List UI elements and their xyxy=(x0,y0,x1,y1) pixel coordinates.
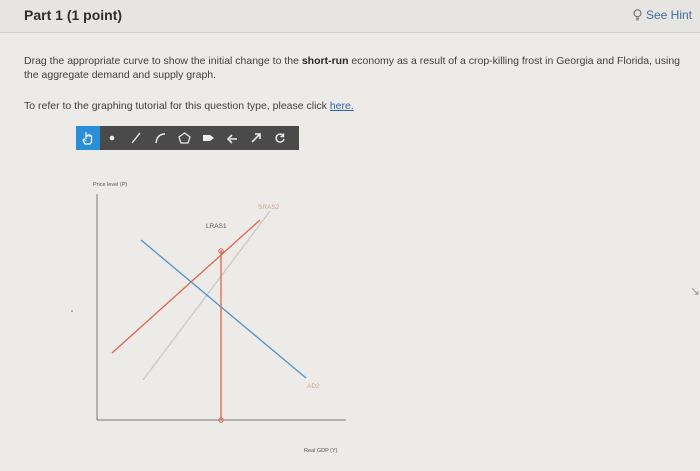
reset-circle-icon xyxy=(275,133,285,143)
points-label: (1 point) xyxy=(66,7,123,23)
tutorial-text: To refer to the graphing tutorial for th… xyxy=(24,100,330,112)
curve-tool[interactable] xyxy=(148,126,172,150)
curve-icon xyxy=(155,133,166,144)
sras1-curve[interactable] xyxy=(111,219,261,354)
question-text-before: Drag the appropriate curve to show the i… xyxy=(24,55,302,67)
lras1-label: LRAS1 xyxy=(206,223,227,230)
y-axis-label: Price level (P) xyxy=(93,182,127,188)
dot-icon xyxy=(109,135,115,141)
label-tool[interactable] xyxy=(196,126,220,150)
graph-toolbar xyxy=(76,126,299,150)
ad2-curve[interactable] xyxy=(140,239,307,379)
tag-icon xyxy=(202,135,214,141)
sras2-label: SRAS2 xyxy=(258,204,280,211)
lras1-handle-bottom[interactable] xyxy=(218,417,224,423)
redo-tool[interactable] xyxy=(244,126,268,150)
see-hint-label: See Hint xyxy=(645,8,692,22)
tutorial-instruction: To refer to the graphing tutorial for th… xyxy=(24,100,354,112)
drag-tool[interactable] xyxy=(76,126,100,150)
tutorial-link[interactable]: here. xyxy=(329,100,354,112)
line-icon xyxy=(131,132,141,144)
undo-tool[interactable] xyxy=(220,126,244,150)
part-header: Part 1 (1 point) See Hint xyxy=(0,0,700,33)
see-hint-button[interactable]: See Hint xyxy=(633,8,692,22)
question-text: Drag the appropriate curve to show the i… xyxy=(24,54,692,82)
line-tool[interactable] xyxy=(124,126,148,150)
lras1-handle-top[interactable] xyxy=(218,248,224,254)
x-axis-label: Real GDP (Y) xyxy=(304,448,338,454)
stray-dot xyxy=(71,310,73,312)
polygon-tool[interactable] xyxy=(172,126,196,150)
hand-pointer-icon xyxy=(82,132,93,145)
question-emphasis: short-run xyxy=(301,55,349,67)
question-text-after: economy as a result of a crop-killing fr… xyxy=(24,55,681,81)
part-title: Part 1 (1 point) xyxy=(24,7,122,23)
point-tool[interactable] xyxy=(100,126,124,150)
undo-arrow-icon xyxy=(226,134,237,144)
part-label: Part 1 xyxy=(24,7,63,23)
lightbulb-icon xyxy=(633,9,642,21)
ad2-label: AD2 xyxy=(307,383,320,390)
reset-tool[interactable] xyxy=(268,126,292,150)
pentagon-icon xyxy=(177,132,191,144)
redo-arrow-icon xyxy=(251,133,261,143)
cursor-icon: ↘ xyxy=(690,284,700,298)
